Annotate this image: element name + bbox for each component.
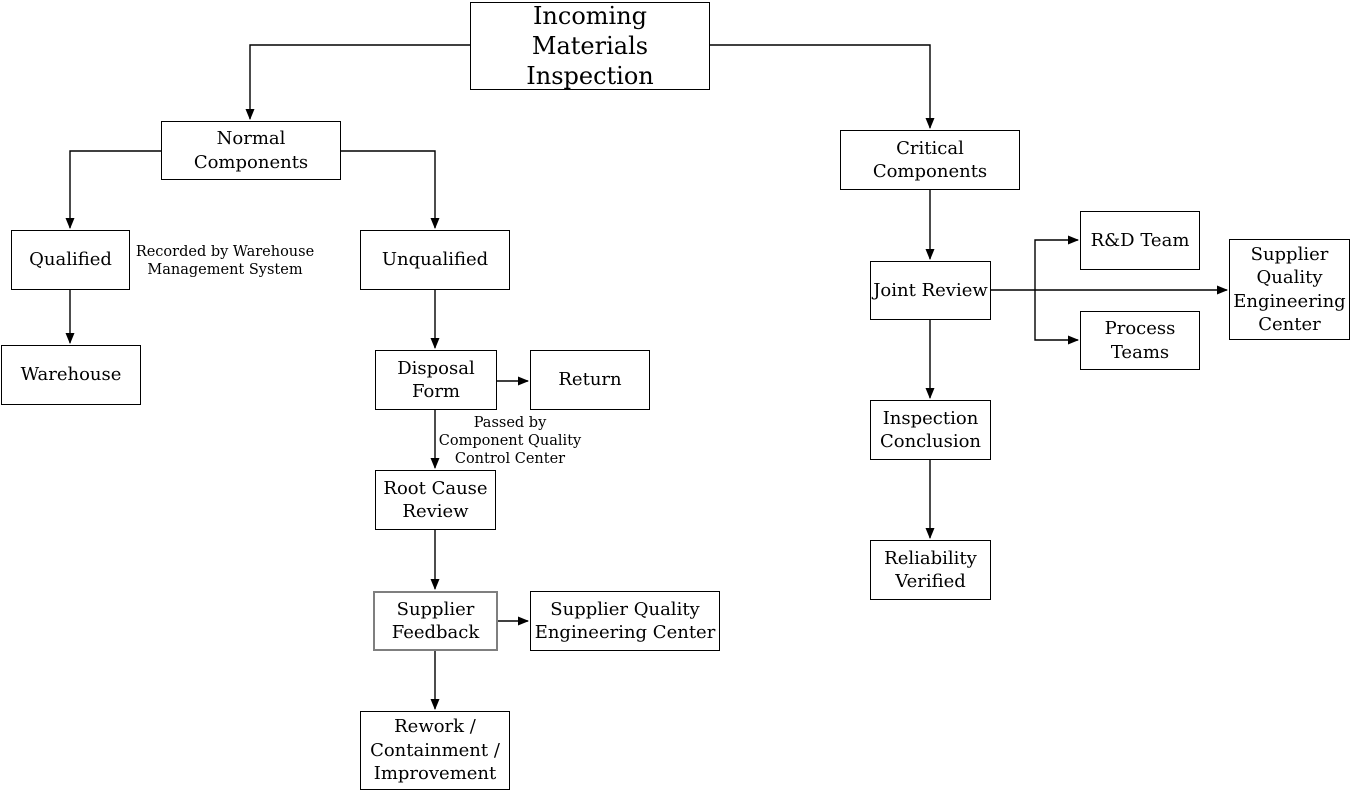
node-return[interactable]: Return	[530, 350, 650, 410]
connector-normal-to-qualified	[65, 150, 161, 229]
node-warehouse[interactable]: Warehouse	[1, 345, 141, 405]
node-normal-components[interactable]: Normal Components	[161, 121, 341, 180]
connector-joint_review-to-process_teams	[1034, 290, 1079, 345]
node-rd-team[interactable]: R&D Team	[1080, 211, 1200, 270]
connector-incoming-to-critical	[710, 44, 935, 129]
node-supplier-quality-engineering-center-left[interactable]: Supplier Quality Engineering Center	[530, 591, 720, 651]
node-process-teams[interactable]: Process Teams	[1080, 311, 1200, 370]
node-root-cause-review[interactable]: Root Cause Review	[375, 470, 496, 530]
node-rework-containment-improvement[interactable]: Rework / Containment / Improvement	[360, 711, 510, 790]
node-critical-components[interactable]: Critical Components	[840, 130, 1020, 190]
node-qualified[interactable]: Qualified	[11, 230, 130, 290]
annotation-warehouse-management: Recorded by Warehouse Management System	[135, 244, 315, 279]
node-supplier-feedback[interactable]: Supplier Feedback	[373, 591, 498, 651]
annotation-component-quality: Passed by Component Quality Control Cent…	[438, 415, 582, 468]
node-inspection-conclusion[interactable]: Inspection Conclusion	[870, 400, 991, 460]
connector-normal-to-unqualified	[341, 150, 440, 229]
connector-incoming-to-normal	[245, 44, 470, 120]
node-supplier-quality-engineering-center-right[interactable]: Supplier Quality Engineering Center	[1229, 239, 1350, 340]
node-incoming-materials-inspection[interactable]: Incoming Materials Inspection	[470, 2, 710, 90]
node-disposal-form[interactable]: Disposal Form	[375, 350, 497, 410]
node-reliability-verified[interactable]: Reliability Verified	[870, 540, 991, 600]
connector-joint_review-to-rd_team	[1034, 235, 1079, 290]
node-unqualified[interactable]: Unqualified	[360, 230, 510, 290]
node-joint-review[interactable]: Joint Review	[870, 261, 991, 320]
